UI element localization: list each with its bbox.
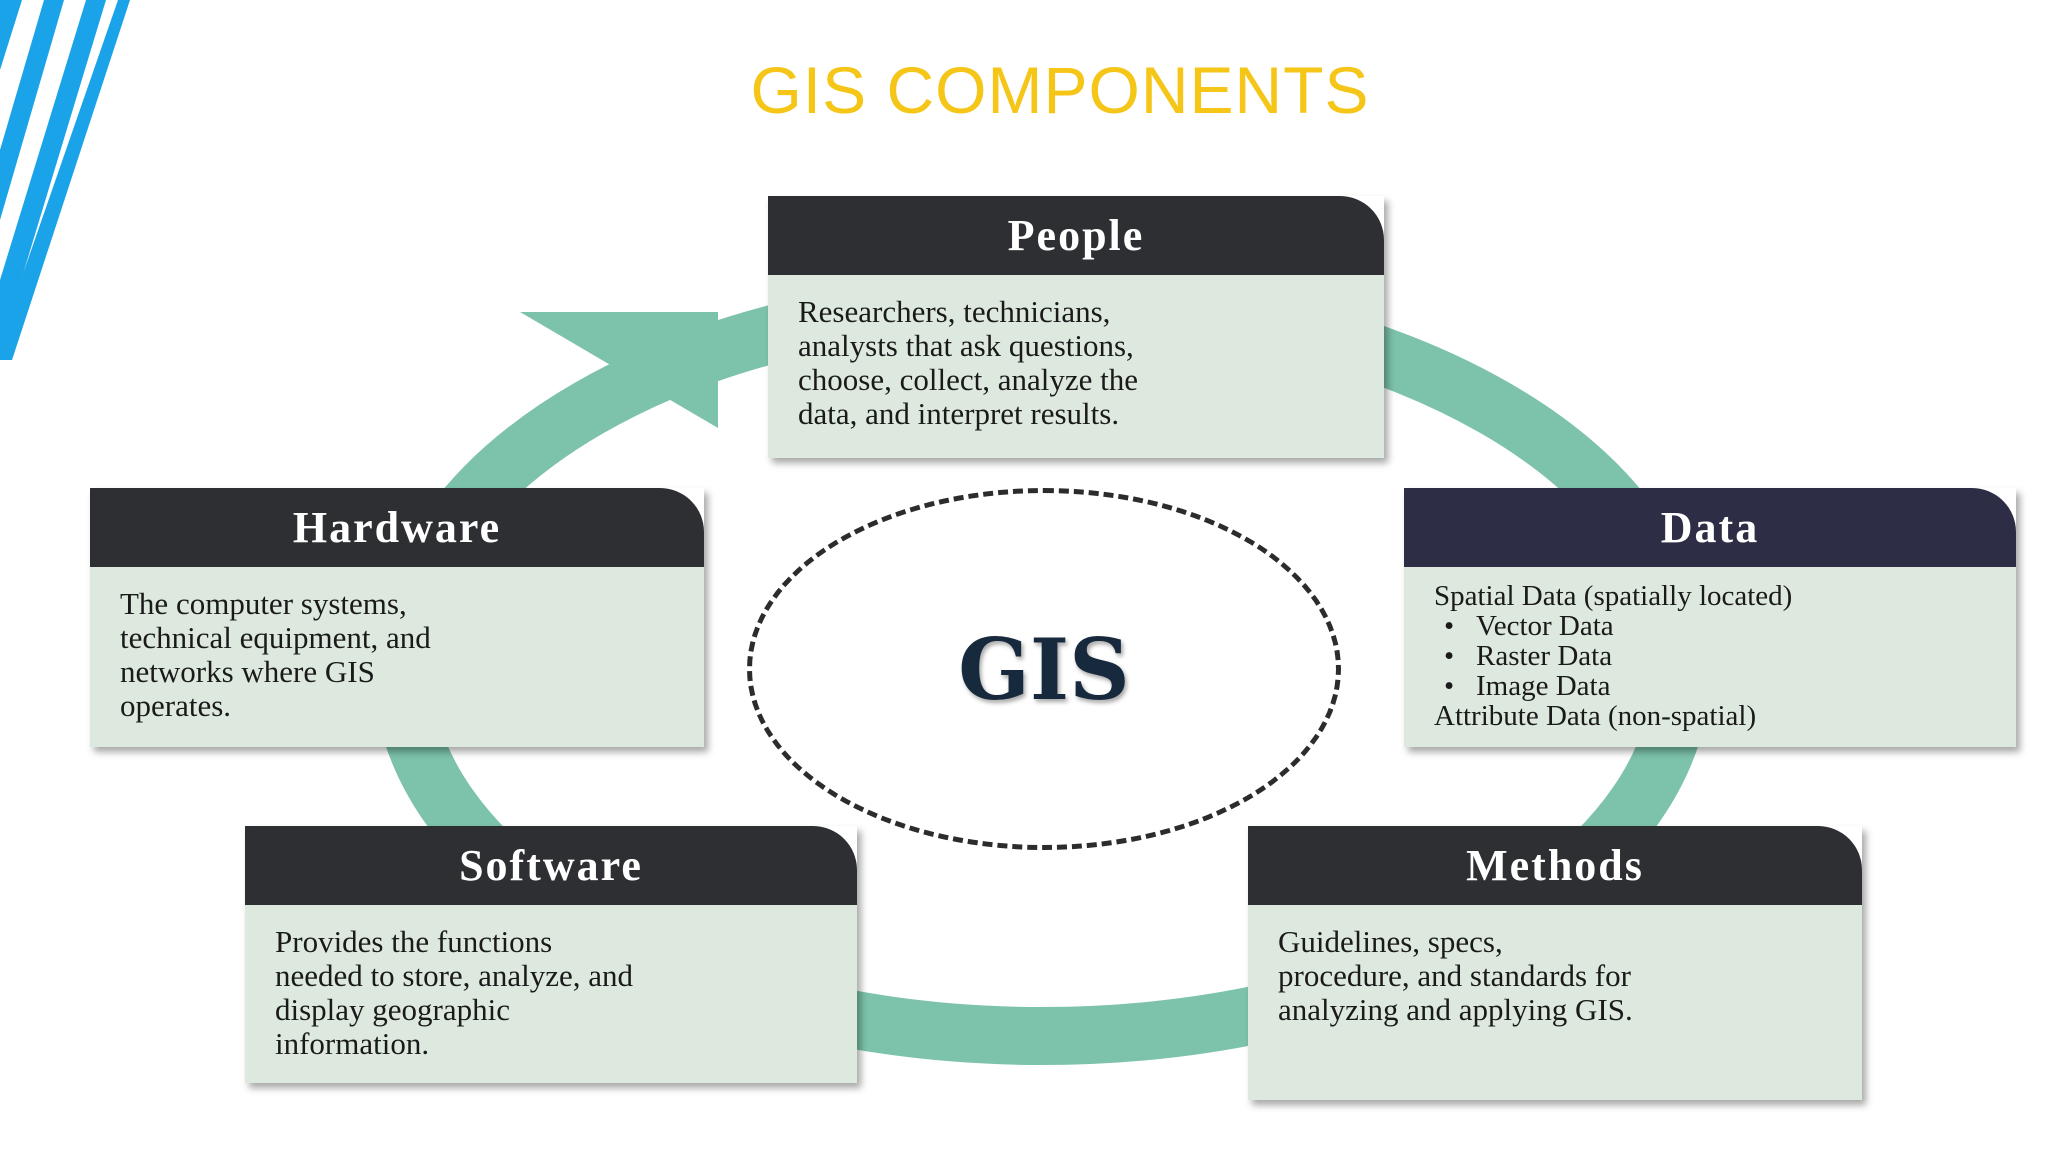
card-people-body: Researchers, technicians, analysts that …	[768, 275, 1384, 458]
card-data-intro: Spatial Data (spatially located)	[1434, 580, 1793, 612]
card-data-heading: Data	[1404, 488, 2016, 567]
list-item: Image Data	[1444, 671, 1990, 701]
card-hardware-line: The computer systems,	[120, 586, 407, 621]
card-methods: Methods Guidelines, specs, procedure, an…	[1248, 826, 1862, 1100]
card-software-line: Provides the functions	[275, 924, 553, 959]
card-people-line: choose, collect, analyze the	[798, 362, 1138, 397]
card-software: Software Provides the functions needed t…	[245, 826, 857, 1083]
card-data-list: Vector Data Raster Data Image Data	[1434, 611, 1990, 701]
card-data-body: Spatial Data (spatially located) Vector …	[1404, 567, 2016, 747]
card-software-body: Provides the functions needed to store, …	[245, 905, 857, 1083]
card-data: Data Spatial Data (spatially located) Ve…	[1404, 488, 2016, 747]
card-people: People Researchers, technicians, analyst…	[768, 196, 1384, 458]
card-people-line: Researchers, technicians,	[798, 294, 1111, 329]
card-methods-body: Guidelines, specs, procedure, and standa…	[1248, 905, 1862, 1100]
card-hardware-line: technical equipment, and	[120, 620, 431, 655]
card-software-line: needed to store, analyze, and	[275, 958, 634, 993]
center-gis-label: GIS	[958, 620, 1130, 719]
card-software-line: information.	[275, 1026, 430, 1061]
card-methods-heading: Methods	[1248, 826, 1862, 905]
list-item: Vector Data	[1444, 611, 1990, 641]
card-hardware-body: The computer systems, technical equipmen…	[90, 567, 704, 747]
card-hardware-heading: Hardware	[90, 488, 704, 567]
card-people-line: data, and interpret results.	[798, 396, 1120, 431]
card-hardware: Hardware The computer systems, technical…	[90, 488, 704, 747]
card-hardware-line: operates.	[120, 688, 232, 723]
slide-title: GIS COMPONENTS	[750, 53, 1370, 127]
decorative-stripes	[0, 0, 130, 360]
card-people-heading: People	[768, 196, 1384, 275]
cycle-arrow-head	[520, 312, 718, 428]
list-item: Raster Data	[1444, 641, 1990, 671]
card-methods-line: Guidelines, specs,	[1278, 924, 1503, 959]
card-methods-line: analyzing and applying GIS.	[1278, 992, 1633, 1027]
center-dashed-circle	[747, 488, 1341, 850]
card-people-line: analysts that ask questions,	[798, 328, 1134, 363]
card-software-heading: Software	[245, 826, 857, 905]
card-hardware-line: networks where GIS	[120, 654, 375, 689]
card-software-line: display geographic	[275, 992, 511, 1027]
card-methods-line: procedure, and standards for	[1278, 958, 1631, 993]
card-data-outro: Attribute Data (non-spatial)	[1434, 700, 1757, 732]
